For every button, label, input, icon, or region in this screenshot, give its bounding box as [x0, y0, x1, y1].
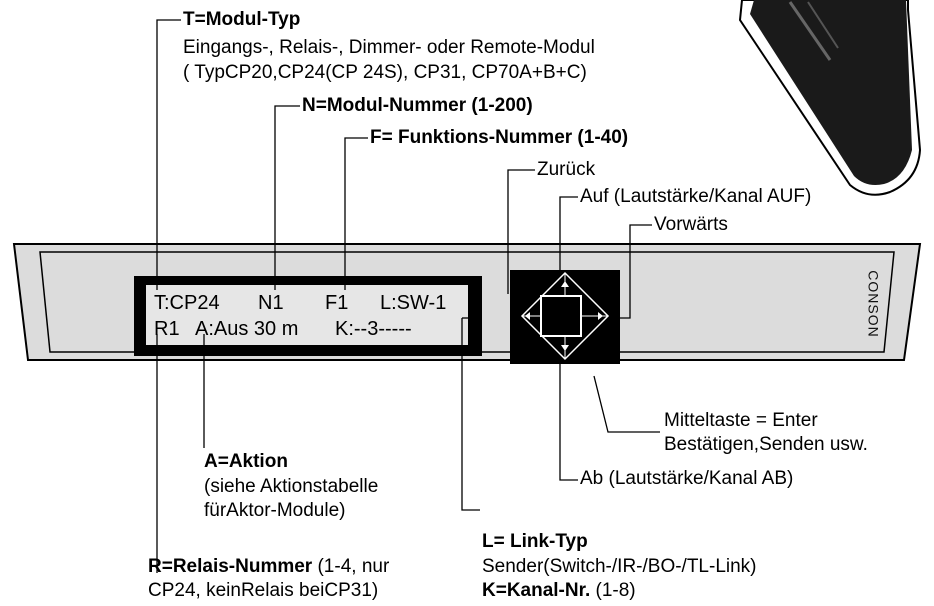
link-typ-title: L= Link-Typ [482, 531, 588, 552]
remote-control-illustration [738, 0, 922, 196]
relais-title-line: R=Relais-Nummer (1-4, nur [148, 556, 389, 578]
kanal-title: K=Kanal-Nr. [482, 580, 591, 601]
leader-funktions-nummer [344, 137, 368, 290]
lcd-action-value: A:Aus 30 m [195, 318, 299, 340]
leader-link-typ [461, 318, 480, 511]
leader-zurueck [507, 169, 535, 294]
leader-ab [559, 362, 578, 481]
brand-logo: CONSON [865, 270, 882, 338]
modul-typ-desc2: ( TypCP20,CP24(CP 24S), CP31, CP70A+B+C) [183, 62, 587, 83]
arrow-left-icon [525, 312, 530, 320]
lcd-type-value: T:CP24 [154, 292, 220, 314]
kanal-suffix: (1-8) [590, 580, 636, 601]
leader-lines [156, 19, 660, 573]
lcd-relay-value: R1 [154, 318, 180, 340]
lcd-function-number-value: F1 [325, 292, 349, 314]
zurueck-label: Zurück [537, 159, 596, 180]
kanal-line: K=Kanal-Nr. (1-8) [482, 580, 636, 602]
lcd-module-number-value: N1 [258, 292, 284, 314]
leader-vorwaerts [610, 224, 652, 319]
relais-desc2: CP24, keinRelais beiCP31) [148, 580, 379, 601]
arrow-down-icon [561, 345, 569, 351]
leader-mitteltaste [593, 375, 660, 433]
modul-typ-desc1: Eingangs-, Relais-, Dimmer- oder Remote-… [183, 37, 595, 58]
link-typ-desc1: Sender(Switch-/IR-/BO-/TL-Link) [482, 556, 757, 577]
navigation-pad [510, 270, 620, 364]
mitteltaste-line2: Bestätigen,Senden usw. [664, 434, 868, 455]
auf-label: Auf (Lautstärke/Kanal AUF) [580, 186, 812, 207]
vorwaerts-label: Vorwärts [654, 214, 728, 235]
lcd-screen [146, 285, 468, 345]
funktions-nummer-title: F= Funktions-Nummer (1-40) [370, 127, 629, 148]
leader-auf [559, 196, 578, 270]
modul-typ-title: T=Modul-Typ [183, 9, 301, 30]
mitteltaste-line1: Mitteltaste = Enter [664, 410, 818, 431]
relais-title: R=Relais-Nummer [148, 556, 313, 577]
lcd-channel-value: K:--3----- [335, 318, 412, 340]
arrow-right-icon [598, 312, 603, 320]
aktion-desc2: fürAktor-Module) [204, 500, 346, 521]
lcd-link-value: L:SW-1 [380, 292, 447, 314]
leader-modul-nummer [274, 105, 300, 290]
arrow-up-icon [561, 281, 569, 287]
ab-label: Ab (Lautstärke/Kanal AB) [580, 468, 794, 489]
leader-modul-typ [156, 19, 181, 290]
relais-title-suffix: (1-4, nur [312, 556, 390, 577]
aktion-desc1: (siehe Aktionstabelle [204, 476, 379, 497]
aktion-title: A=Aktion [204, 451, 288, 472]
modul-nummer-title: N=Modul-Nummer (1-200) [302, 95, 533, 116]
